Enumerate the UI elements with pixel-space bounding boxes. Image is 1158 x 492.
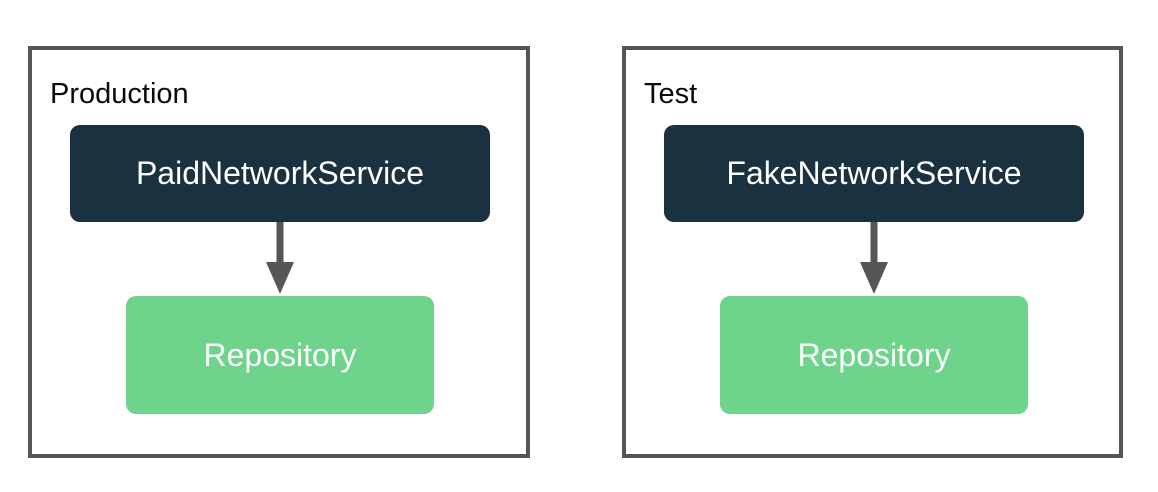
repository-node: Repository [720,296,1028,414]
fake-network-service-node: FakeNetworkService [664,125,1084,222]
repository-node-label: Repository [203,336,357,373]
repository-node-label: Repository [797,336,951,373]
arrow-down-icon [266,222,294,294]
production-environment-box: Production PaidNetworkService Repository [28,46,530,458]
environment-label: Test [644,78,698,110]
paid-network-service-node: PaidNetworkService [70,125,490,222]
service-node-label: PaidNetworkService [135,155,425,191]
repository-node: Repository [126,296,434,414]
service-node-label: FakeNetworkService [726,155,1022,191]
arrow-down-icon [860,222,888,294]
environment-label: Production [50,78,189,110]
test-environment-box: Test FakeNetworkService Repository [622,46,1123,458]
